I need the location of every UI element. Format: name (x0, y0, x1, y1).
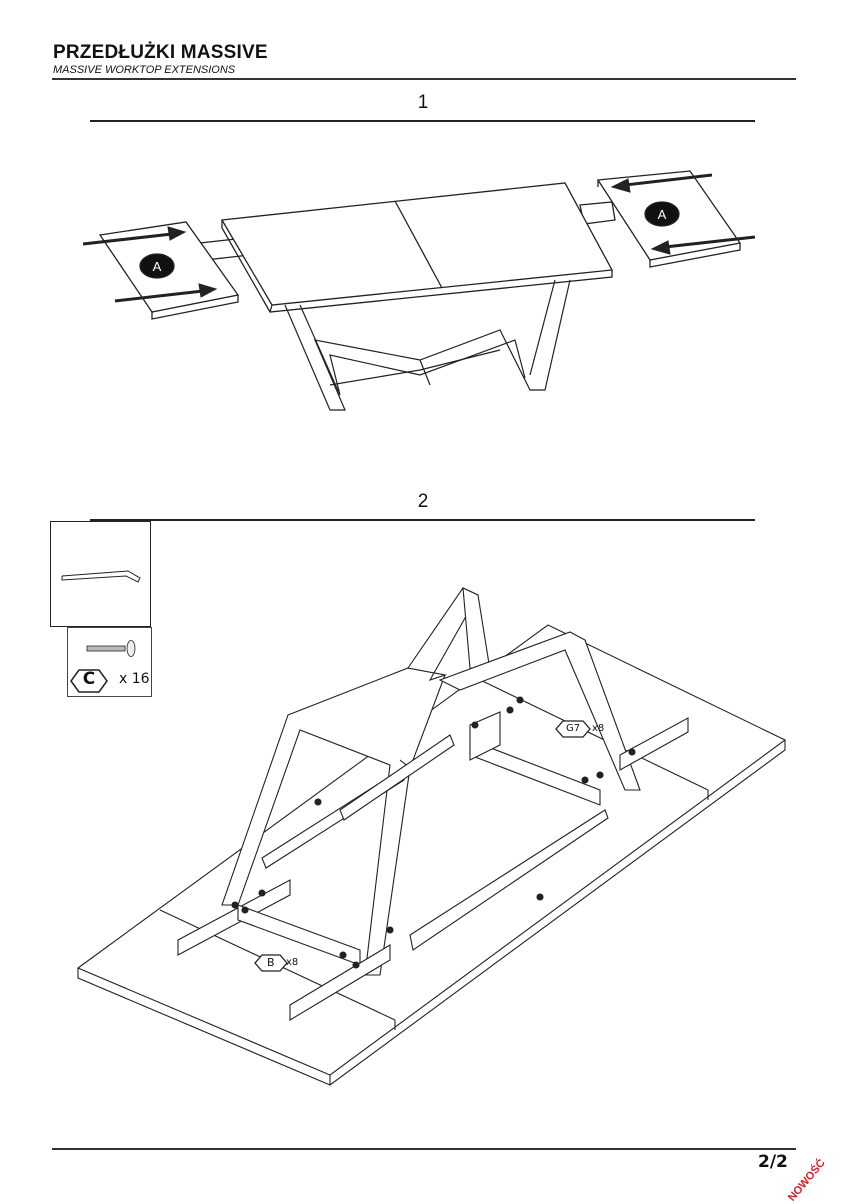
b-label: B (267, 956, 275, 969)
tabletop (220, 182, 614, 313)
allen-key-icon (61, 570, 141, 583)
part-a-badge-left (139, 253, 175, 279)
g7-quantity: x8 (592, 723, 605, 734)
hardware-letter: C (82, 669, 96, 689)
b-hex-icon (254, 954, 288, 972)
step-2-illustration (76, 587, 787, 1086)
tool-box (50, 521, 151, 627)
g7-label: G7 (566, 723, 581, 734)
part-a-label-right: A (658, 207, 667, 222)
part-a-label-left: A (153, 259, 162, 274)
header-divider (52, 78, 796, 80)
document-title: PRZEDŁUŻKI MASSIVE (53, 42, 268, 63)
table-base (284, 279, 571, 411)
screw-c-icon (86, 640, 136, 657)
arrow-icon (82, 173, 756, 303)
g7-hex-icon (555, 720, 591, 738)
step-1-divider (90, 120, 755, 122)
hardware-quantity: x 16 (119, 671, 150, 687)
page-number: 2/2 (758, 1152, 788, 1172)
c-hex-icon (70, 669, 108, 693)
hardware-box (67, 627, 152, 697)
step-2-divider (90, 519, 755, 521)
step-1-number: 1 (417, 92, 429, 113)
step-2-number: 2 (417, 491, 429, 512)
footer-divider (52, 1148, 796, 1150)
b-quantity: x8 (286, 957, 299, 968)
table-frame (177, 587, 689, 1021)
screw-icons (231, 696, 636, 969)
document-subtitle: MASSIVE WORKTOP EXTENSIONS (53, 64, 236, 76)
extension-rail (409, 809, 609, 951)
part-a-badge-right (644, 201, 680, 227)
